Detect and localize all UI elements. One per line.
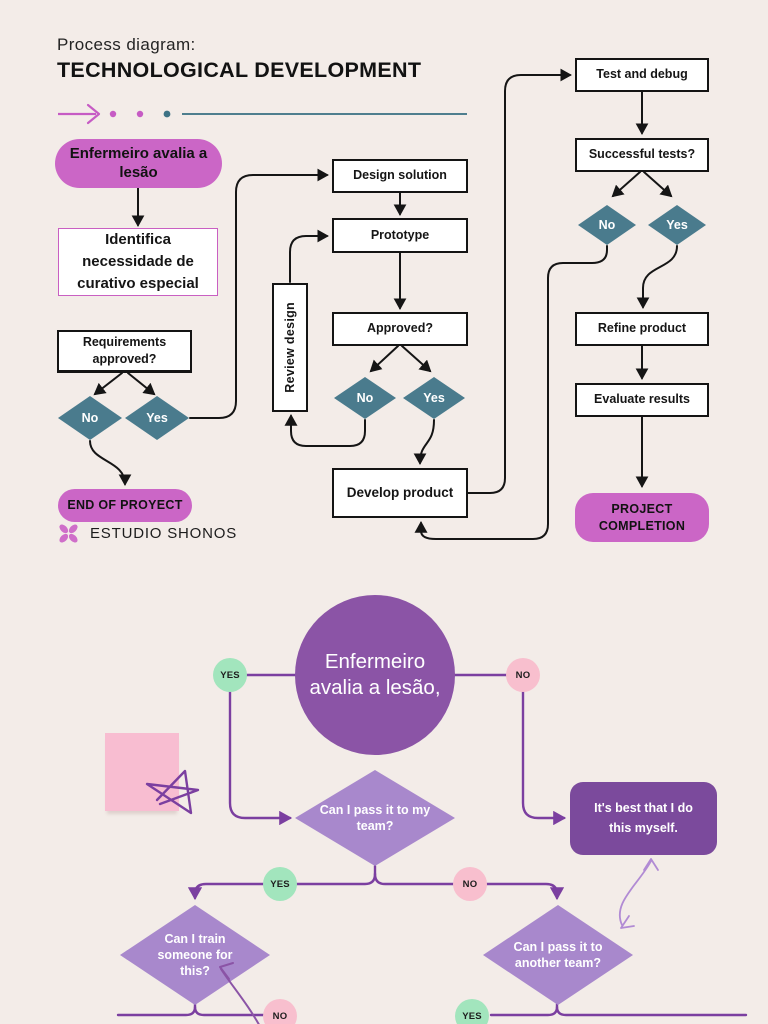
review-design-label: Review design	[283, 302, 297, 393]
edge-yes-develop	[413, 419, 435, 465]
node-q-train: Can I train someone for this?	[120, 905, 270, 1005]
node-review-design: Review design	[272, 283, 308, 412]
badge-no-1: NO	[506, 658, 540, 692]
badge-yes-3: YES	[455, 999, 489, 1024]
edge-approved-no	[369, 345, 399, 373]
node-end-of-project: END OF PROYECT	[58, 489, 192, 522]
edge-train-left	[116, 1002, 197, 1017]
deco-dot-pink-1	[109, 110, 117, 118]
node-tests-yes: Yes	[648, 205, 706, 245]
edge-no-end	[89, 440, 132, 486]
edge-develop-test	[467, 68, 572, 494]
sticky-note	[105, 733, 179, 811]
edge-train-no3	[193, 1005, 265, 1017]
edge-yes-refine	[636, 245, 678, 309]
node-q-another: Can I pass it to another team?	[483, 905, 633, 1005]
edge-req-no	[93, 372, 123, 396]
edge-yes1-team	[228, 689, 293, 826]
edge-approved-yes	[401, 345, 432, 373]
node-refine-product: Refine product	[575, 312, 709, 346]
edge-successful-no	[611, 171, 641, 198]
edge-successful-yes	[643, 171, 673, 198]
badge-no-3: NO	[263, 999, 297, 1024]
node-design-solution: Design solution	[332, 159, 468, 193]
badge-yes-2: YES	[263, 867, 297, 901]
node-project-completion: PROJECT COMPLETION	[575, 493, 709, 542]
estudio-shonos-flower-icon	[59, 524, 78, 543]
node-evaluate-results: Evaluate results	[575, 383, 709, 417]
node-approved-yes: Yes	[403, 377, 465, 419]
header-decoration	[58, 103, 467, 125]
deco-dot-pink-2	[136, 110, 144, 118]
node-develop-product: Develop product	[332, 468, 468, 518]
node-test-debug: Test and debug	[575, 58, 709, 92]
node-approved: Approved?	[332, 312, 468, 346]
badge-no-2: NO	[453, 867, 487, 901]
node-identify: Identifica necessidade de curativo espec…	[58, 228, 218, 296]
page-kicker: Process diagram:	[57, 35, 196, 54]
double-curvy-arrow	[619, 858, 659, 929]
node-req-yes: Yes	[125, 396, 189, 440]
deco-dot-teal	[163, 110, 171, 118]
node-approved-no: No	[334, 377, 396, 419]
edge-review-prototype	[289, 229, 329, 283]
node-requirements: Requirements approved?	[57, 330, 192, 373]
deco-arrow-head	[86, 103, 101, 125]
node-successful-tests: Successful tests?	[575, 138, 709, 172]
brand-row: ESTUDIO SHONOS	[56, 521, 237, 546]
node-myself: It's best that I do this myself.	[570, 782, 717, 855]
node-bottom-start: Enfermeiro avalia a lesão,	[295, 595, 455, 755]
node-prototype: Prototype	[332, 218, 468, 253]
page-title: TECHNOLOGICAL DEVELOPMENT	[57, 58, 422, 82]
edge-no1-myself	[521, 689, 567, 826]
node-req-no: No	[58, 396, 122, 440]
edge-req-yes	[127, 372, 156, 396]
edge-another-yes3	[489, 1002, 559, 1017]
node-q-team: Can I pass it to my team?	[295, 770, 455, 866]
edge-another-right	[555, 1005, 748, 1017]
node-tests-no: No	[578, 205, 636, 245]
brand-name: ESTUDIO SHONOS	[90, 525, 238, 542]
node-start: Enfermeiro avalia a lesão	[55, 139, 222, 188]
badge-yes-1: YES	[213, 658, 247, 692]
edge-no-review	[284, 414, 366, 447]
